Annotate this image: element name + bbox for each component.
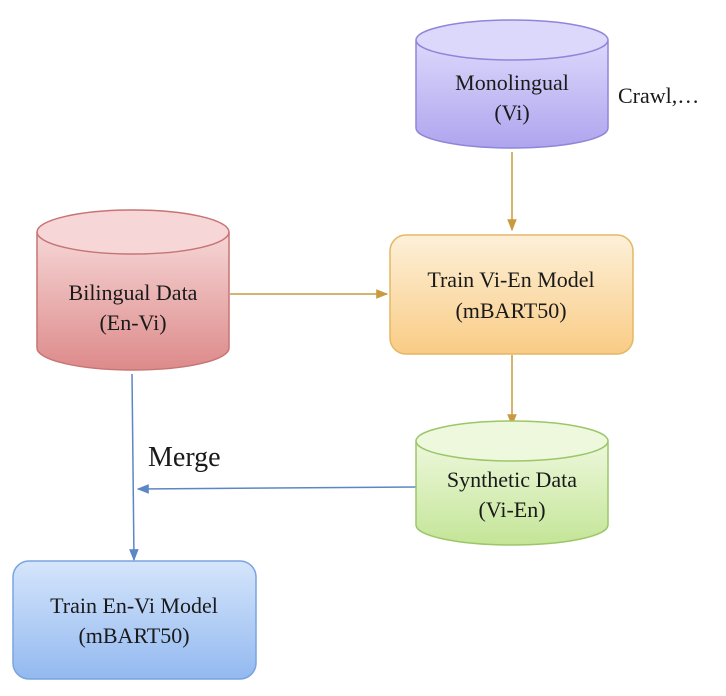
monolingual-vi-cylinder: Monolingual (Vi) [415,19,609,149]
train-vi-en-label-line1: Train Vi-En Model [427,267,594,292]
train-en-vi-box: Train En-Vi Model (mBART50) [12,560,257,680]
monolingual-label-line1: Monolingual [455,70,569,95]
arrow-bilingual-to-train-en-vi [129,373,139,562]
train-vi-en-box: Train Vi-En Model (mBART50) [389,234,634,355]
arrow-synthetic-merge [136,484,417,494]
synthetic-label-line1: Synthetic Data [447,467,577,492]
bilingual-label-line2: (En-Vi) [99,310,166,335]
train-en-vi-label-line1: Train En-Vi Model [50,593,218,618]
bilingual-data-cylinder: Bilingual Data (En-Vi) [36,209,230,371]
merge-label: Merge [148,442,221,473]
synthetic-data-cylinder: Synthetic Data (Vi-En) [415,420,609,546]
source-note: Crawl,… [618,83,699,108]
synthetic-label-line2: (Vi-En) [478,497,545,522]
bilingual-label-line1: Bilingual Data [69,280,198,305]
train-en-vi-label-line2: (mBART50) [78,623,189,648]
train-vi-en-label-line2: (mBART50) [455,298,566,323]
monolingual-label-line2: (Vi) [494,100,529,125]
